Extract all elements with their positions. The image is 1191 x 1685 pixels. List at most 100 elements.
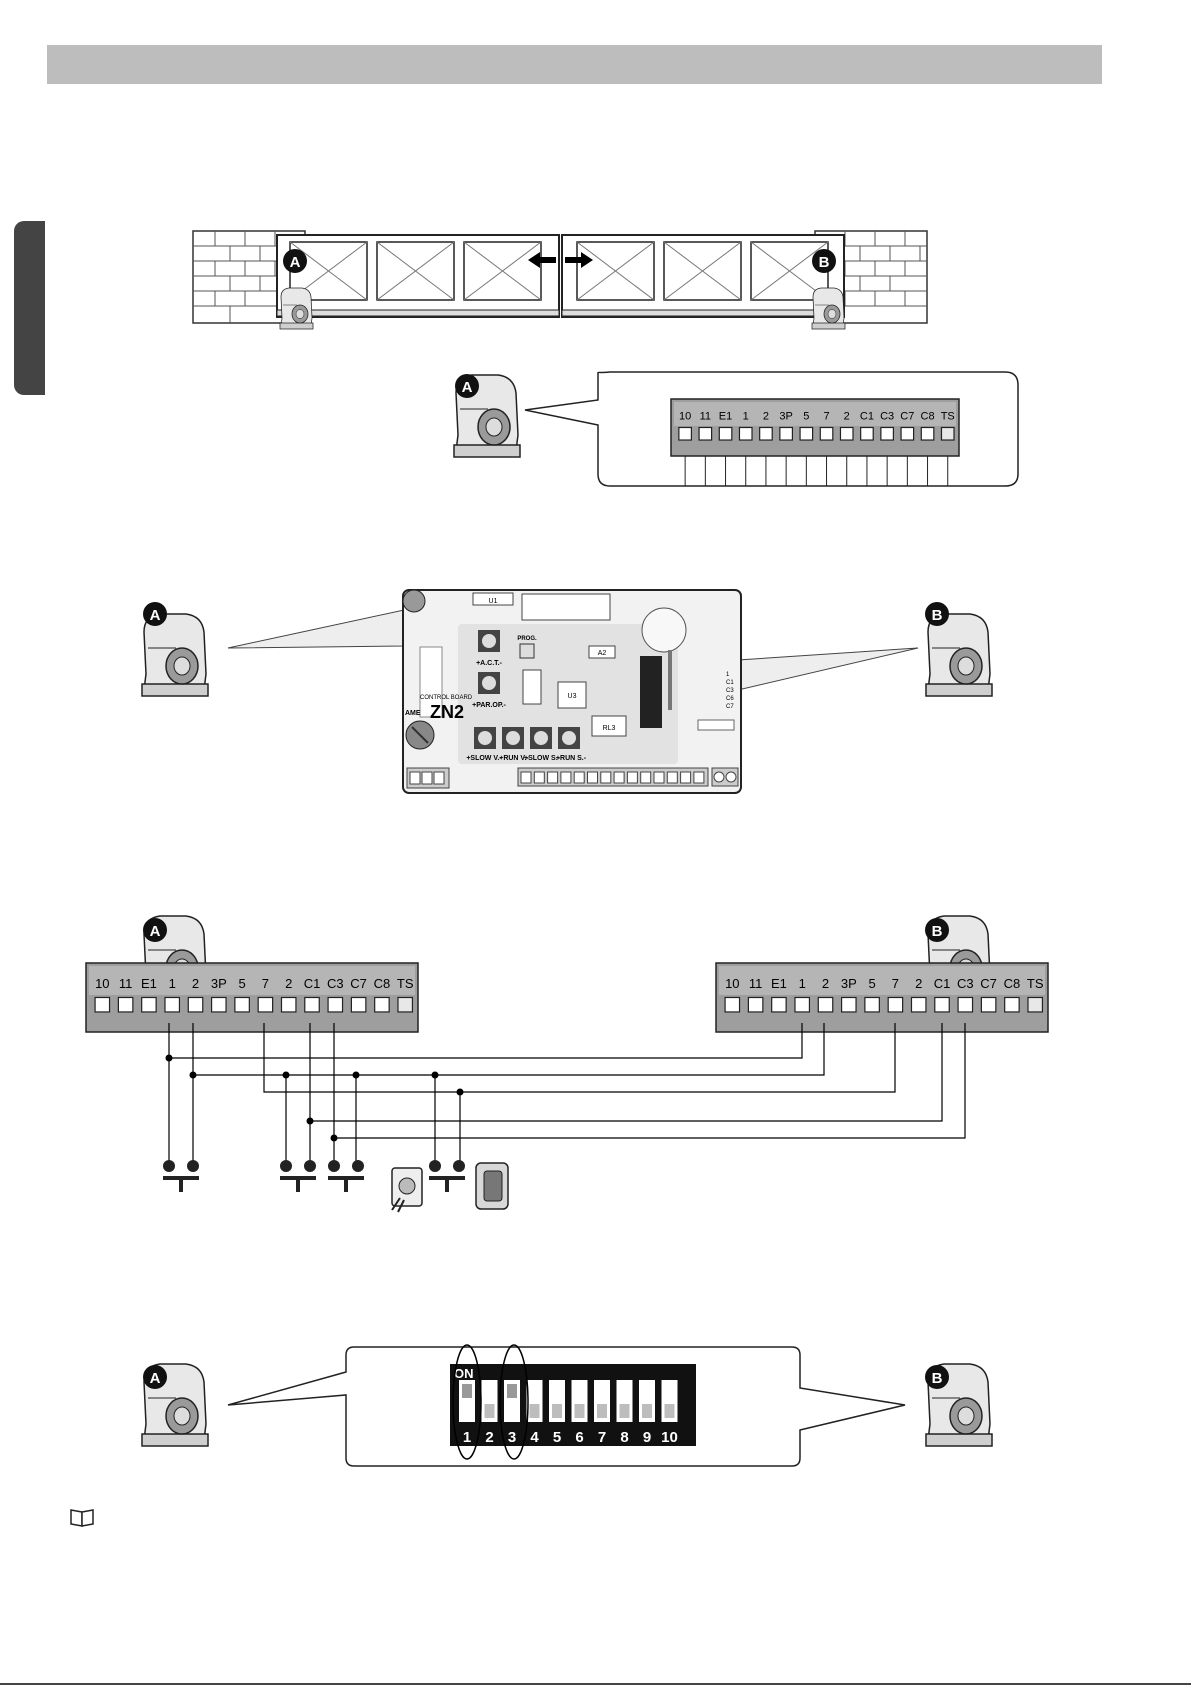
a-terminal-label: C1	[304, 976, 321, 991]
callout-terminal-screw[interactable]	[861, 428, 874, 441]
wiring-section: A B 1011E1123P572C1C3C7C8TS 1011E1123P57…	[86, 916, 1048, 1212]
callout-terminal-screw[interactable]	[800, 428, 813, 441]
a-terminal-label: 2	[192, 976, 199, 991]
svg-text:B: B	[819, 254, 830, 271]
callout-terminal-screw[interactable]	[699, 428, 712, 441]
a-terminal-screw[interactable]	[142, 998, 156, 1012]
callout-terminal-screw[interactable]	[679, 428, 692, 441]
b-terminal-screw[interactable]	[935, 998, 949, 1012]
svg-text:PROG.: PROG.	[517, 636, 537, 642]
terminal-callout: A 1011E1123P572C1C3C7C8TS	[454, 372, 1018, 486]
svg-text:B: B	[932, 923, 943, 940]
callout-terminal-screw[interactable]	[820, 428, 833, 441]
a-terminal-screw[interactable]	[305, 998, 319, 1012]
b-terminal-screw[interactable]	[725, 998, 739, 1012]
b-terminal-label: 7	[892, 976, 899, 991]
b-terminal-label: C7	[980, 976, 997, 991]
callout-terminal-screw[interactable]	[881, 428, 894, 441]
push-button-icon	[328, 1160, 364, 1192]
b-terminal-label: 2	[915, 976, 922, 991]
b-terminal-screw[interactable]	[1028, 998, 1042, 1012]
dip-switch-number: 5	[553, 1429, 561, 1446]
a-terminal-screw[interactable]	[375, 998, 389, 1012]
dip-switch-lever-5	[552, 1404, 562, 1418]
b-terminal-screw[interactable]	[1005, 998, 1019, 1012]
b-terminal-label: TS	[1027, 976, 1044, 991]
callout-terminal-screw[interactable]	[901, 428, 914, 441]
callout-terminal-label: E1	[719, 411, 732, 423]
b-terminal-screw[interactable]	[842, 998, 856, 1012]
a-terminal-label: 2	[285, 976, 292, 991]
b-terminal-screw[interactable]	[958, 998, 972, 1012]
gate-motor-b-icon	[812, 288, 845, 329]
b-terminal-screw[interactable]	[888, 998, 902, 1012]
board-dip-switch[interactable]	[640, 656, 662, 728]
b-terminal-label: 11	[749, 976, 763, 991]
board-marker-a: A	[143, 602, 167, 626]
a-terminal-label: C7	[350, 976, 367, 991]
gate-leaf-left	[277, 235, 559, 317]
svg-text:AME: AME	[405, 710, 421, 717]
push-button-icon	[163, 1160, 199, 1192]
b-terminal-screw[interactable]	[981, 998, 995, 1012]
b-terminal-label: C3	[957, 976, 974, 991]
board-terminal-12	[681, 772, 691, 783]
callout-terminal-screw[interactable]	[921, 428, 934, 441]
callout-terminal-screw[interactable]	[941, 428, 954, 441]
a-terminal-screw[interactable]	[188, 998, 202, 1012]
a-terminal-screw[interactable]	[118, 998, 132, 1012]
dip-switch-number: 4	[530, 1429, 539, 1446]
push-button-icon	[429, 1160, 465, 1192]
b-terminal-screw[interactable]	[865, 998, 879, 1012]
dip-switch-lever-8	[620, 1404, 630, 1418]
dip-switch-number: 3	[508, 1429, 516, 1446]
b-terminal-screw[interactable]	[748, 998, 762, 1012]
callout-terminal-screw[interactable]	[719, 428, 732, 441]
dip-switch-number: 2	[485, 1429, 493, 1446]
svg-text:C3: C3	[726, 688, 734, 694]
board-terminal-4	[574, 772, 584, 783]
board-terminal-1	[534, 772, 544, 783]
dip-switch-number: 10	[661, 1429, 678, 1446]
a-terminal-screw[interactable]	[212, 998, 226, 1012]
terminal-block-a: 1011E1123P572C1C3C7C8TS	[86, 963, 418, 1032]
a-terminal-screw[interactable]	[165, 998, 179, 1012]
svg-text:+SLOW V.-: +SLOW V.-	[466, 755, 502, 762]
a-terminal-label: TS	[397, 976, 414, 991]
svg-text:ZN2: ZN2	[430, 702, 464, 722]
svg-text:+PAR.OP.-: +PAR.OP.-	[472, 702, 506, 709]
b-terminal-screw[interactable]	[772, 998, 786, 1012]
board-terminal-13	[694, 772, 704, 783]
a-terminal-screw[interactable]	[398, 998, 412, 1012]
a-terminal-screw[interactable]	[235, 998, 249, 1012]
gate-leaf-right	[562, 235, 844, 317]
callout-terminal-label: 10	[679, 411, 691, 423]
a-terminal-label: 7	[262, 976, 269, 991]
b-terminal-screw[interactable]	[795, 998, 809, 1012]
callout-terminal-screw[interactable]	[780, 428, 793, 441]
callout-terminal-screw[interactable]	[739, 428, 752, 441]
board-terminal-2	[548, 772, 558, 783]
push-button-icon	[280, 1160, 316, 1192]
callout-terminal-label: 2	[844, 411, 850, 423]
a-terminal-label: 3P	[211, 976, 227, 991]
a-terminal-screw[interactable]	[328, 998, 342, 1012]
dip-switch-lever-7	[597, 1404, 607, 1418]
b-terminal-screw[interactable]	[911, 998, 925, 1012]
a-terminal-screw[interactable]	[351, 998, 365, 1012]
svg-text:C7: C7	[726, 704, 734, 710]
callout-terminal-screw[interactable]	[760, 428, 773, 441]
manual-book-icon	[71, 1510, 93, 1526]
dip-switch-number: 1	[463, 1429, 471, 1446]
a-terminal-screw[interactable]	[258, 998, 272, 1012]
a-terminal-screw[interactable]	[95, 998, 109, 1012]
b-terminal-screw[interactable]	[818, 998, 832, 1012]
dip-switch-number: 6	[575, 1429, 583, 1446]
callout-terminal-label: 3P	[779, 411, 792, 423]
callout-terminal-screw[interactable]	[840, 428, 853, 441]
board-buzzer-icon	[642, 608, 686, 652]
prog-button[interactable]	[520, 644, 534, 658]
dip-switch-number: 9	[643, 1429, 651, 1446]
a-terminal-screw[interactable]	[281, 998, 295, 1012]
